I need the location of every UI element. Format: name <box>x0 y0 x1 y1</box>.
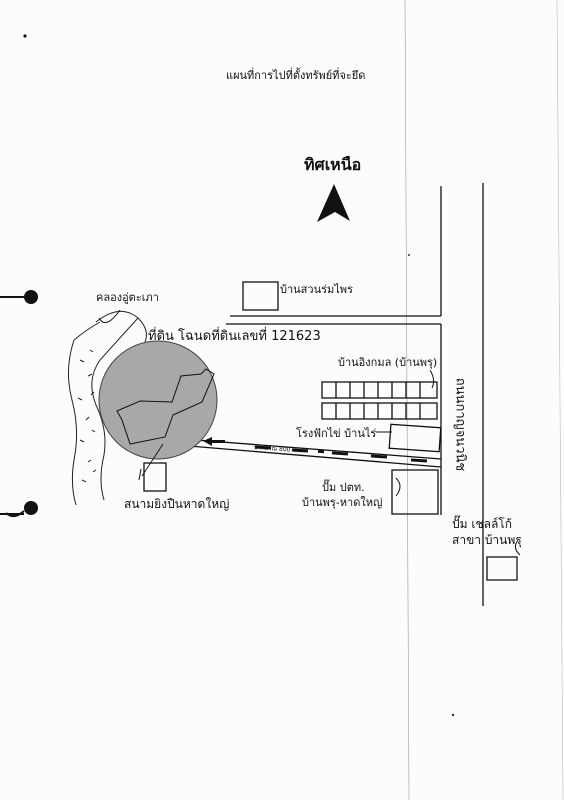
garden-house-building <box>242 281 279 311</box>
binder-hole-bottom <box>0 501 38 517</box>
land-plot-circle <box>98 340 218 460</box>
ptt-station-label-2: บ้านพรุ-หาดใหญ่ <box>302 496 383 509</box>
plot-label: ที่ดิน โฉนดที่ดินเลขที่ 121623 <box>148 329 321 344</box>
page-edge-line <box>556 0 564 801</box>
plot-path-line <box>141 443 164 477</box>
road-label: ถนนกาญจนวนิช <box>452 377 468 472</box>
shooting-range-building <box>143 462 167 492</box>
shell-station-label-1: ปั๊ม เชลล์โก้ <box>452 517 513 531</box>
hatchery-building <box>388 423 442 453</box>
canal-label: คลองอู่ตะเภา <box>96 291 159 304</box>
ptt-station-label-1: ปั๊ม ปตท. <box>322 481 365 494</box>
shooting-range-label: สนามยิงปืนหาดใหญ่ <box>124 497 230 511</box>
page-fold-line <box>404 0 410 801</box>
village-label: บ้านอิงกมล (บ้านพรุ) <box>338 356 438 369</box>
north-arrow-icon <box>317 184 350 222</box>
shell-station-building <box>486 556 518 581</box>
scan-dot <box>408 254 410 256</box>
leader-lines <box>138 369 521 556</box>
hatchery-label: โรงฟักไข่ บ้านไร่ <box>296 427 377 440</box>
binder-hole-top <box>0 290 38 304</box>
canal-drawing <box>68 311 147 506</box>
shell-station-label-2: สาขา บ้านพรุ <box>452 533 522 547</box>
road-lines <box>164 183 484 606</box>
ptt-station-building <box>391 469 439 515</box>
map-title: แผนที่การไปที่ตั้งทรัพย์ที่จะยึด <box>226 69 366 82</box>
direction-arrows <box>203 437 428 463</box>
scan-dot <box>23 34 27 38</box>
land-plot-boundary <box>116 368 215 445</box>
north-label: ทิศเหนือ <box>304 155 362 174</box>
scan-dot <box>451 713 455 717</box>
village-houses <box>321 381 438 420</box>
garden-house-label: บ้านสวนร่มไพร <box>280 283 353 296</box>
canal-leader-line <box>98 309 121 323</box>
